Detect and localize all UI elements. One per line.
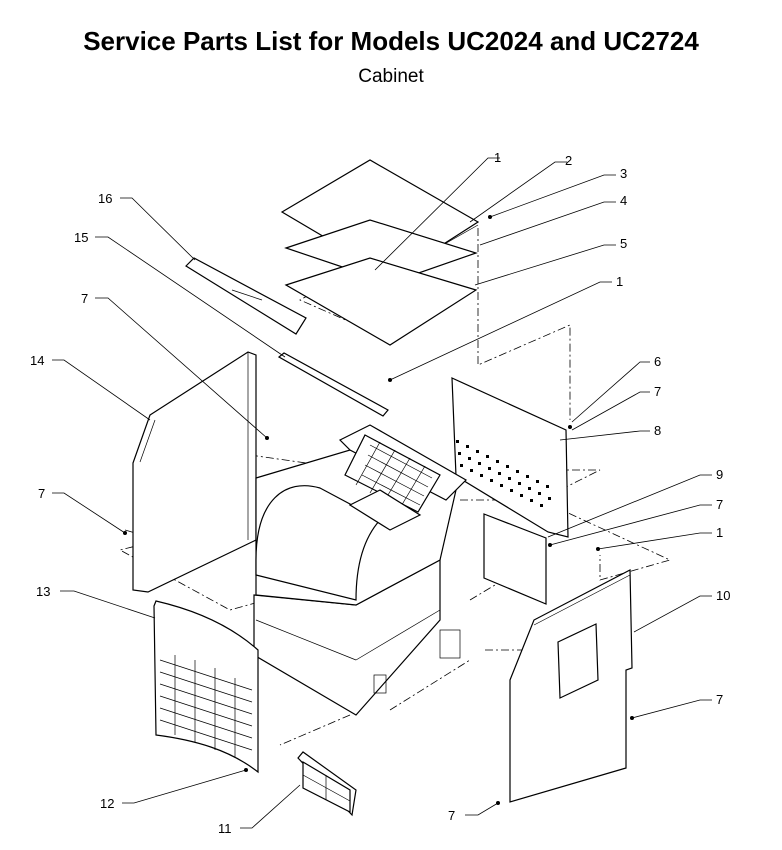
callout-11: 11 [218,821,232,836]
callout-7: 7 [716,692,723,707]
right-side-panel-10 [509,569,633,803]
callout-7: 7 [716,497,723,512]
callout-9: 9 [716,467,723,482]
page-title: Service Parts List for Models UC2024 and… [83,26,699,56]
callout-6: 6 [654,354,661,369]
callout-16: 16 [98,191,112,206]
callout-14: 14 [30,353,44,368]
callout-7: 7 [654,384,661,399]
cabinet-grid [355,441,433,509]
callout-3: 3 [620,166,627,181]
callout-labels: 1 2 3 4 5 1 6 7 8 9 7 1 10 7 7 11 12 13 … [30,150,730,836]
callout-8: 8 [654,423,661,438]
leader-lines [52,157,712,829]
rail-15 [277,352,389,417]
callout-13: 13 [36,584,50,599]
callout-1: 1 [716,525,723,540]
callout-4: 4 [620,193,627,208]
top-insulation-panel [284,257,478,346]
top-panels [280,159,480,346]
front-trim-16 [185,257,307,335]
callout-10: 10 [716,588,730,603]
page-subtitle: Cabinet [358,66,424,87]
front-grille-slots [159,655,253,758]
filter-11 [297,751,357,817]
callout-7: 7 [448,808,455,823]
callout-12: 12 [100,796,114,811]
callout-7: 7 [38,486,45,501]
front-grille-13 [153,600,259,774]
callout-15: 15 [74,230,88,245]
callout-5: 5 [620,236,627,251]
callout-1: 1 [494,150,501,165]
callout-2: 2 [565,153,572,168]
lower-back-panel-9 [483,513,547,605]
callout-1: 1 [616,274,623,289]
left-side-panel-14 [132,351,257,593]
callout-7: 7 [81,291,88,306]
cabinet-body [253,424,467,716]
back-panel-perforations [456,440,551,507]
back-panel-8 [451,377,569,538]
